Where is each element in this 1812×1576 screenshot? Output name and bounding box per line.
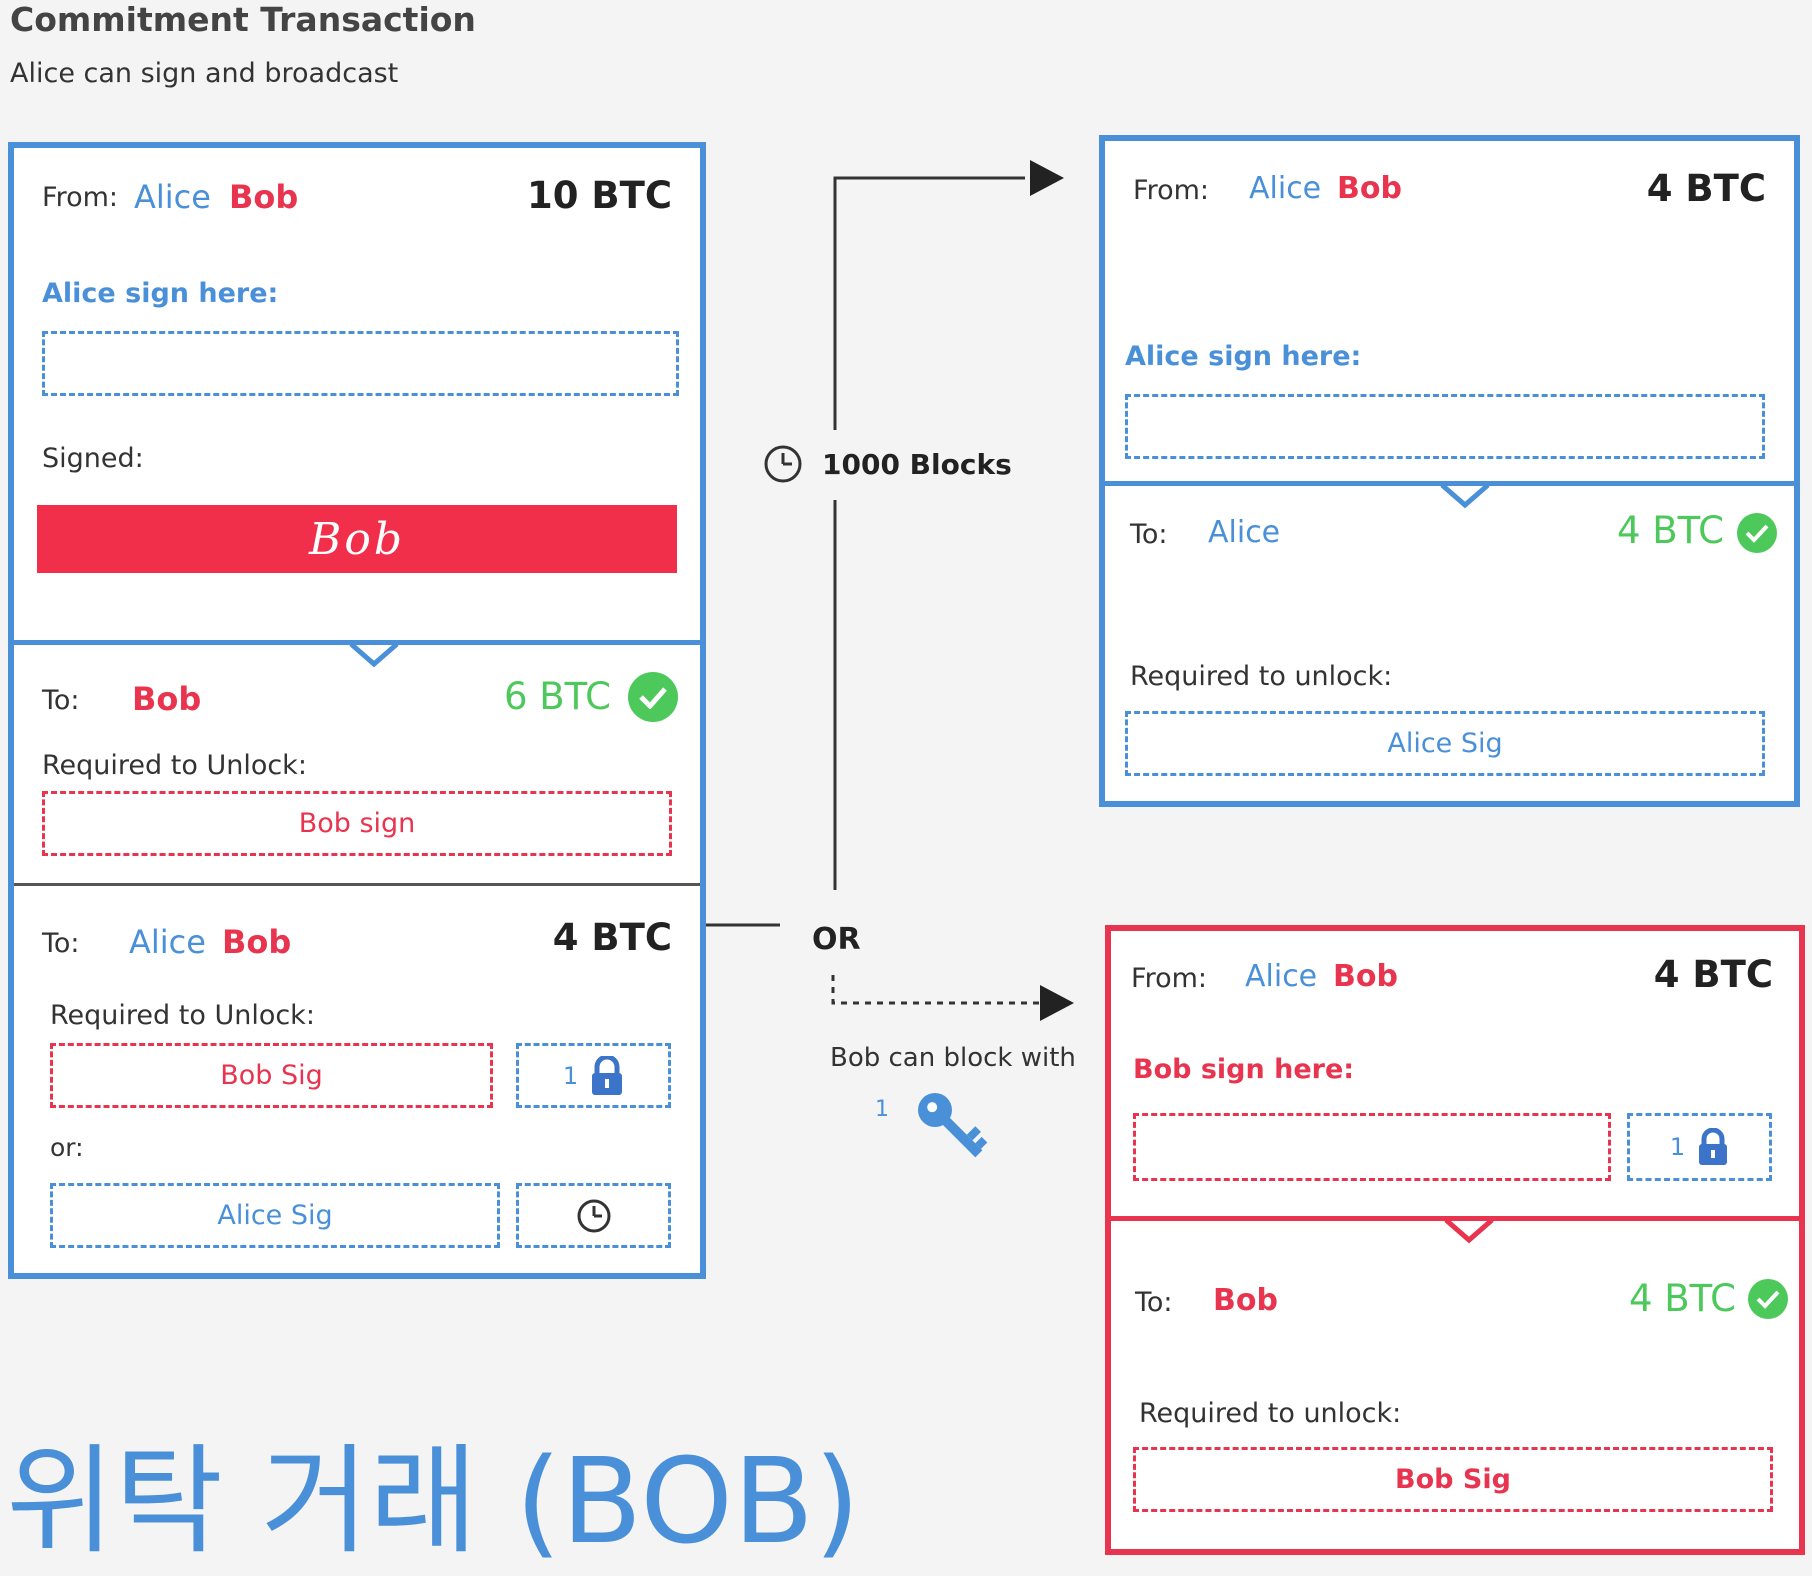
timelock-path-line <box>833 176 1025 890</box>
output-unlock-field: Bob Sig <box>1133 1447 1773 1512</box>
output-divider <box>14 883 700 886</box>
divider-notch <box>1440 483 1490 509</box>
from-label: From: <box>42 182 118 213</box>
to-label: To: <box>1130 519 1168 550</box>
from-label: From: <box>1133 175 1209 206</box>
output1-unlock-field: Bob sign <box>42 791 672 856</box>
alice-sign-label: Alice sign here: <box>1125 341 1362 372</box>
section-divider <box>14 640 700 645</box>
bob-signature-bar: Bob <box>37 505 677 573</box>
penalty-tx-card: From: Alice Bob 4 BTC Bob sign here: 1 T… <box>1105 925 1805 1555</box>
required-unlock-label: Required to unlock: <box>1130 661 1393 692</box>
key-icon <box>918 1093 988 1158</box>
or-label-small: or: <box>50 1133 84 1162</box>
to-bob: Bob <box>222 923 292 961</box>
to-alice: Alice <box>1208 515 1281 550</box>
from-bob: Bob <box>1333 959 1398 994</box>
check-icon <box>1748 1279 1788 1319</box>
penalty-path-line <box>831 975 1040 1005</box>
bob-sign-label: Bob sign here: <box>1133 1054 1355 1085</box>
revocation-lock-box: 1 <box>516 1043 671 1108</box>
divider-notch <box>349 642 399 668</box>
arrow-icon <box>1030 160 1064 196</box>
output2-bob-sig-field: Bob Sig <box>50 1043 493 1108</box>
required-unlock-label: Required to Unlock: <box>42 750 307 781</box>
from-bob: Bob <box>229 178 299 216</box>
input-amount: 4 BTC <box>1646 167 1766 210</box>
korean-title: 위탁 거래 (BOB) <box>6 1432 861 1570</box>
to-bob: Bob <box>132 680 202 718</box>
from-alice: Alice <box>1245 959 1318 994</box>
timelock-box <box>516 1183 671 1248</box>
output-amount: 4 BTC <box>1629 1277 1736 1320</box>
timelock-label: 1000 Blocks <box>822 448 1012 481</box>
to-label: To: <box>42 685 80 716</box>
alice-signature-field[interactable] <box>1125 394 1765 459</box>
section-divider <box>1105 481 1794 486</box>
to-bob: Bob <box>1213 1283 1278 1318</box>
check-icon <box>628 672 678 722</box>
key-count: 1 <box>875 1097 889 1122</box>
output2-amount: 4 BTC <box>552 916 672 959</box>
from-alice: Alice <box>134 178 211 216</box>
timelocked-tx-card: From: Alice Bob 4 BTC Alice sign here: T… <box>1099 135 1800 807</box>
or-label: OR <box>812 922 861 957</box>
commitment-tx-card: From: Alice Bob 10 BTC Alice sign here: … <box>8 142 706 1279</box>
to-label: To: <box>1135 1287 1173 1318</box>
signed-label: Signed: <box>42 443 144 474</box>
page-title: Commitment Transaction <box>10 0 476 39</box>
block-label: Bob can block with <box>830 1043 1076 1073</box>
from-label: From: <box>1131 963 1207 994</box>
required-unlock-label: Required to unlock: <box>1139 1398 1402 1429</box>
lock-icon <box>592 1055 623 1095</box>
input-amount: 10 BTC <box>527 174 672 217</box>
alice-sign-label: Alice sign here: <box>42 278 279 309</box>
from-alice: Alice <box>1249 171 1322 206</box>
section-divider <box>1111 1216 1799 1221</box>
output-amount: 4 BTC <box>1617 509 1724 552</box>
divider-notch <box>1444 1218 1494 1244</box>
to-alice: Alice <box>129 923 206 961</box>
arrow-icon <box>1040 985 1074 1021</box>
output-unlock-field: Alice Sig <box>1125 711 1765 776</box>
input-amount: 4 BTC <box>1653 953 1773 996</box>
lock-icon <box>1699 1128 1728 1165</box>
output2-alice-sig-field: Alice Sig <box>50 1183 500 1248</box>
clock-icon <box>577 1199 610 1232</box>
to-label: To: <box>42 928 80 959</box>
output1-amount: 6 BTC <box>504 675 611 718</box>
from-bob: Bob <box>1337 171 1402 206</box>
required-unlock-label: Required to Unlock: <box>50 1000 315 1031</box>
alice-signature-field[interactable] <box>42 331 679 396</box>
bob-signature-field[interactable] <box>1133 1113 1611 1181</box>
clock-icon <box>764 445 802 483</box>
revocation-lock-box: 1 <box>1627 1113 1772 1181</box>
page-subtitle: Alice can sign and broadcast <box>10 58 399 89</box>
check-icon <box>1737 513 1777 553</box>
